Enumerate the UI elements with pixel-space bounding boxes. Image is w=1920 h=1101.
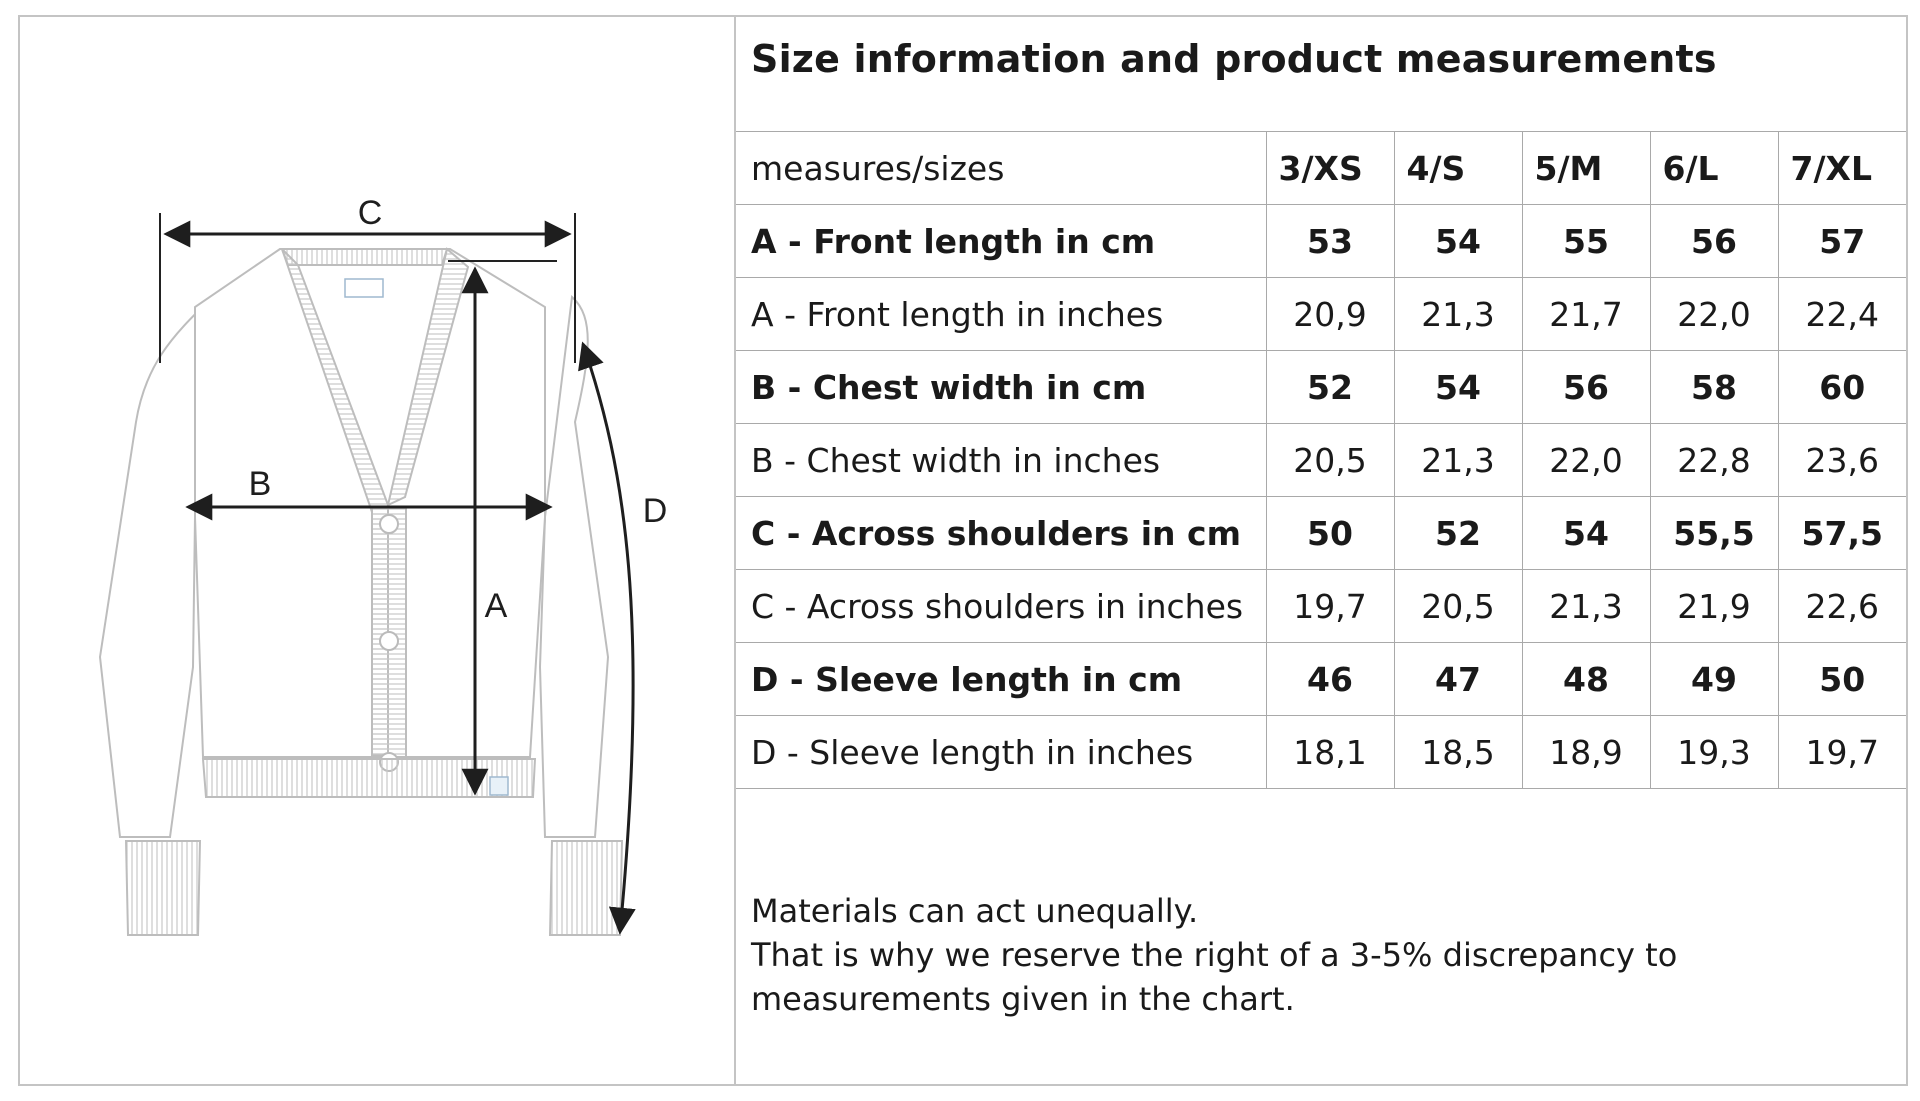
size-header: 7/XL bbox=[1777, 131, 1906, 205]
page-title: Size information and product measurement… bbox=[751, 37, 1717, 81]
hem-label bbox=[489, 776, 509, 796]
measurement-value: 19,7 bbox=[1265, 569, 1395, 643]
note-line: That is why we reserve the right of a 3-… bbox=[751, 936, 1678, 974]
measurement-value: 18,1 bbox=[1265, 715, 1395, 789]
measurement-value: 55 bbox=[1521, 204, 1651, 278]
button-1 bbox=[379, 514, 399, 534]
measurement-value: 21,3 bbox=[1521, 569, 1651, 643]
size-chart-frame: C A B D Size information and product mea… bbox=[18, 15, 1908, 1086]
measurement-value: 20,5 bbox=[1265, 423, 1395, 497]
measurement-value: 52 bbox=[1265, 350, 1395, 424]
table-panel: Size information and product measurement… bbox=[736, 17, 1906, 1084]
table-header-row: measures/sizes 3/XS 4/S 5/M 6/L 7/XL bbox=[736, 131, 1906, 205]
size-header: 4/S bbox=[1393, 131, 1523, 205]
discrepancy-note: Materials can act unequally. That is why… bbox=[751, 889, 1891, 1021]
size-header: 5/M bbox=[1521, 131, 1651, 205]
measure-d-arrow bbox=[578, 341, 636, 935]
measurement-value: 54 bbox=[1521, 496, 1651, 570]
measurement-value: 18,5 bbox=[1393, 715, 1523, 789]
measurement-value: 18,9 bbox=[1521, 715, 1651, 789]
measurement-value: 21,3 bbox=[1393, 423, 1523, 497]
measure-d-label: D bbox=[643, 492, 668, 530]
measurement-value: 22,6 bbox=[1777, 569, 1906, 643]
measurement-value: 20,9 bbox=[1265, 277, 1395, 351]
measurement-value: 54 bbox=[1393, 204, 1523, 278]
measurement-label: D - Sleeve length in cm bbox=[736, 642, 1267, 716]
measurement-value: 50 bbox=[1777, 642, 1906, 716]
measurement-label: B - Chest width in cm bbox=[736, 350, 1267, 424]
measurement-value: 21,3 bbox=[1393, 277, 1523, 351]
measurement-value: 23,6 bbox=[1777, 423, 1906, 497]
size-header: 6/L bbox=[1649, 131, 1779, 205]
size-header: 3/XS bbox=[1265, 131, 1395, 205]
measurement-value: 19,7 bbox=[1777, 715, 1906, 789]
measurement-value: 55,5 bbox=[1649, 496, 1779, 570]
measurement-value: 22,0 bbox=[1521, 423, 1651, 497]
measure-a-label: A bbox=[485, 587, 508, 625]
measurement-label: D - Sleeve length in inches bbox=[736, 715, 1267, 789]
measurement-value: 57,5 bbox=[1777, 496, 1906, 570]
measurement-value: 50 bbox=[1265, 496, 1395, 570]
left-sleeve-outline bbox=[98, 294, 215, 838]
measurement-value: 52 bbox=[1393, 496, 1523, 570]
right-sleeve-outline bbox=[538, 295, 610, 838]
measurement-value: 57 bbox=[1777, 204, 1906, 278]
measurement-value: 49 bbox=[1649, 642, 1779, 716]
neck-label bbox=[344, 278, 384, 298]
measurement-label: A - Front length in inches bbox=[736, 277, 1267, 351]
measurement-value: 22,0 bbox=[1649, 277, 1779, 351]
hem-band bbox=[201, 758, 537, 798]
header-label: measures/sizes bbox=[736, 131, 1267, 205]
measure-b-label: B bbox=[249, 465, 272, 503]
note-line: Materials can act unequally. bbox=[751, 892, 1199, 930]
left-cuff bbox=[124, 840, 202, 936]
size-table: measures/sizes 3/XS 4/S 5/M 6/L 7/XL A -… bbox=[736, 131, 1906, 789]
measurement-value: 22,8 bbox=[1649, 423, 1779, 497]
measurement-value: 58 bbox=[1649, 350, 1779, 424]
button-2 bbox=[379, 631, 399, 651]
measurement-value: 53 bbox=[1265, 204, 1395, 278]
measurement-value: 22,4 bbox=[1777, 277, 1906, 351]
measure-c-label: C bbox=[358, 194, 383, 232]
right-cuff bbox=[548, 840, 624, 936]
diagram-panel: C A B D bbox=[20, 17, 736, 1084]
measurement-label: B - Chest width in inches bbox=[736, 423, 1267, 497]
measurement-value: 60 bbox=[1777, 350, 1906, 424]
measurement-label: A - Front length in cm bbox=[736, 204, 1267, 278]
measurement-value: 19,3 bbox=[1649, 715, 1779, 789]
measurement-value: 21,7 bbox=[1521, 277, 1651, 351]
measurement-label: C - Across shoulders in cm bbox=[736, 496, 1267, 570]
back-collar bbox=[280, 248, 449, 266]
measurement-value: 56 bbox=[1649, 204, 1779, 278]
note-line: measurements given in the chart. bbox=[751, 980, 1295, 1018]
measurement-value: 46 bbox=[1265, 642, 1395, 716]
measurement-value: 54 bbox=[1393, 350, 1523, 424]
cardigan-diagram: C A B D bbox=[98, 194, 668, 936]
measurement-value: 56 bbox=[1521, 350, 1651, 424]
measurement-value: 20,5 bbox=[1393, 569, 1523, 643]
measurement-label: C - Across shoulders in inches bbox=[736, 569, 1267, 643]
measurement-value: 47 bbox=[1393, 642, 1523, 716]
measurement-value: 21,9 bbox=[1649, 569, 1779, 643]
measurement-value: 48 bbox=[1521, 642, 1651, 716]
